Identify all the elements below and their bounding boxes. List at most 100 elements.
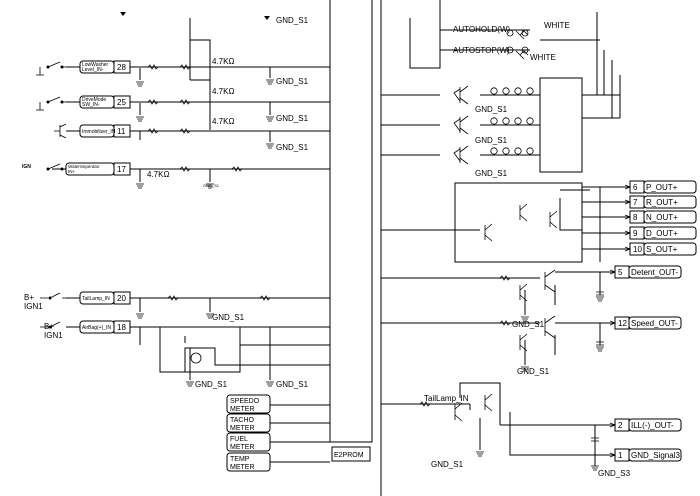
- supply-wire: [40, 297, 48, 328]
- output-arrow: [624, 199, 632, 205]
- output-pin: 6: [633, 183, 638, 192]
- inductor-coil: [490, 87, 498, 95]
- lamp-symbol: [521, 29, 529, 37]
- ground-symbols: [136, 79, 604, 471]
- inductor-coil: [490, 117, 498, 125]
- output-label: P_OUT+: [646, 183, 678, 192]
- transistor: [54, 123, 67, 139]
- output-label-box: [643, 180, 697, 194]
- meter-name: SPEEDO: [230, 398, 260, 405]
- output-pin: 7: [633, 198, 638, 207]
- output-label: Detent_OUT-: [631, 268, 678, 277]
- output-label-box: [628, 448, 682, 462]
- connector-label: AirBag(+)_IN: [82, 325, 111, 331]
- output-pin: 9: [633, 229, 638, 238]
- connector-label: TailLamp_IN: [82, 296, 110, 302]
- b-plus-label: B+: [44, 322, 54, 331]
- output-pin: 5: [618, 268, 623, 277]
- connector-pin: 18: [117, 323, 126, 332]
- resistor-value-label: 4.7KΩ: [147, 170, 169, 179]
- meter-box: [226, 413, 271, 433]
- connector-pin: 20: [117, 294, 126, 303]
- inductor-coil: [514, 117, 522, 125]
- connector-pin: 17: [117, 165, 126, 174]
- inductor-coil: [526, 87, 534, 95]
- output-label: D_OUT+: [646, 229, 678, 238]
- white-label: WHITE: [544, 21, 570, 30]
- ground-label: GND_S1: [276, 16, 309, 25]
- inductor-coil: [502, 117, 510, 125]
- output-label: S_OUT+: [646, 245, 678, 254]
- output-label-box: [643, 195, 697, 209]
- arrow-marker: [264, 16, 270, 20]
- inductor-coil: [502, 147, 510, 155]
- output-pin: 1: [618, 451, 623, 460]
- lamp-symbol: [506, 46, 514, 54]
- output-label: GND_Signal3: [631, 451, 680, 460]
- white-label: WHITE: [530, 53, 556, 62]
- connector-pin-box: [113, 162, 131, 176]
- output-label: ILL(-)_OUT-: [631, 421, 674, 430]
- output-arrow: [624, 230, 632, 236]
- inductor-coil: [526, 147, 534, 155]
- ign-label: IGN: [22, 164, 31, 170]
- output-arrow: [624, 214, 632, 220]
- output-pin: 2: [618, 421, 623, 430]
- connector-pin: 28: [117, 63, 126, 72]
- output-label-box: [628, 418, 682, 432]
- meter-name: METER: [230, 464, 255, 471]
- autostop-label: AUTOSTOP(W): [453, 46, 510, 55]
- resistor-value-label: 4.7KΩ: [212, 117, 234, 126]
- output-arrow: [609, 422, 617, 428]
- output-pin: 12: [618, 319, 627, 328]
- ground-label: GND_S1: [276, 143, 309, 152]
- output-arrow: [609, 452, 617, 458]
- output-label: N_OUT+: [646, 213, 678, 222]
- output-label-box: [643, 210, 697, 224]
- ground-label: GND_S1: [276, 380, 309, 389]
- ground-label: GND_S1: [212, 313, 245, 322]
- components: [147, 30, 604, 442]
- wiring: [130, 0, 640, 496]
- meter-name: METER: [230, 425, 255, 432]
- ground-label: GND_S1: [195, 380, 228, 389]
- inductor-coil: [490, 147, 498, 155]
- switch-contact: [48, 325, 52, 329]
- output-label-box: [628, 265, 682, 279]
- eeprom-label: E2PROM: [334, 452, 364, 459]
- connector-pin-box: [113, 60, 131, 74]
- connector-pin-box: [113, 124, 131, 138]
- switch-contact: [60, 65, 64, 69]
- output-label: Speed_OUT-: [631, 319, 678, 328]
- meter-name: METER: [230, 444, 255, 451]
- ground-label: GND_S1: [431, 460, 464, 469]
- ground-label: GND_S1: [276, 114, 309, 123]
- taillamp-in-label: TailLamp_IN: [424, 394, 469, 403]
- lamp-symbol: [521, 46, 529, 54]
- inductor-coil: [502, 87, 510, 95]
- ground-label: GND_S1: [203, 183, 220, 188]
- output-arrow: [624, 184, 632, 190]
- ground-symbols: [36, 67, 44, 111]
- connector-pin: 25: [117, 98, 126, 107]
- output-arrow: [609, 269, 617, 275]
- meter-name: TEMP: [230, 456, 250, 463]
- ground-label: GND_S3: [598, 469, 631, 478]
- connector-pin-box: [113, 320, 131, 334]
- connector-label: Immobilizer_IN: [82, 129, 116, 135]
- ign1-label: IGN1: [24, 302, 43, 311]
- switch-blade: [47, 96, 66, 103]
- resistor-value-label: 4.7KΩ: [212, 57, 234, 66]
- arrow-marker: [120, 12, 126, 16]
- meter-name: TACHO: [230, 417, 255, 424]
- output-label-box: [643, 226, 697, 240]
- ground-label: GND_S1: [475, 105, 508, 114]
- output-label-box: [628, 316, 682, 330]
- inductor-coil: [514, 87, 522, 95]
- connector-pin-box: [113, 291, 131, 305]
- connector-pin: 11: [117, 127, 126, 136]
- ign1-label: IGN1: [44, 331, 63, 340]
- meter-name: FUEL: [230, 436, 248, 443]
